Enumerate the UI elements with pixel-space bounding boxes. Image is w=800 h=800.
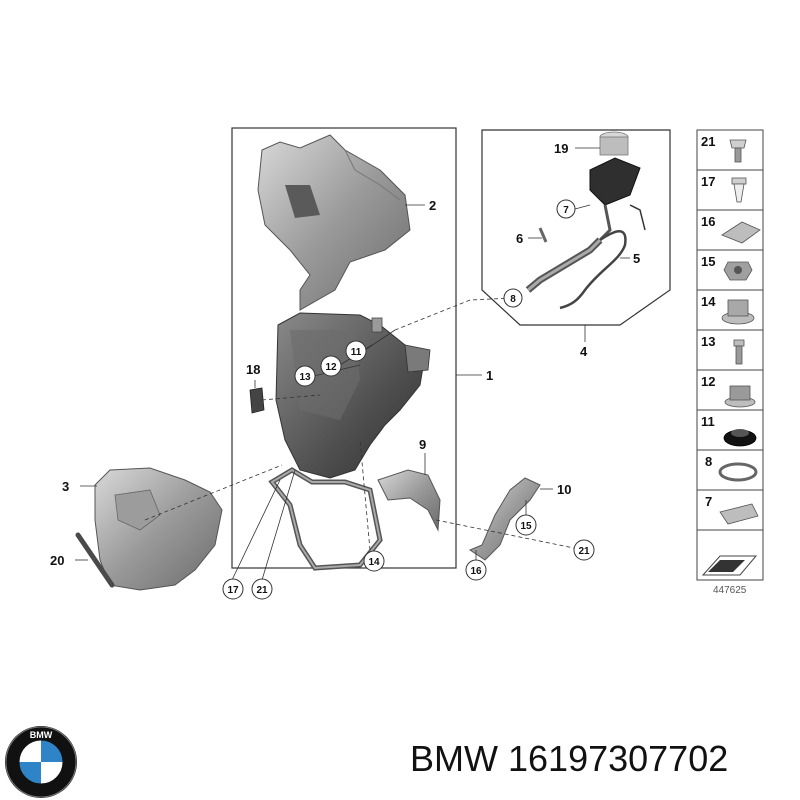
circled-callout-16: 16 xyxy=(465,559,487,581)
callout-5: 5 xyxy=(633,251,640,266)
bmw-logo-letters: BMW xyxy=(30,730,53,740)
svg-text:15: 15 xyxy=(520,521,532,532)
brand-name: BMW xyxy=(410,738,498,779)
callout-19: 19 xyxy=(554,141,568,156)
circled-callout-13: 13 xyxy=(294,365,316,387)
bmw-logo: BMW xyxy=(5,726,77,798)
legend-label-16: 16 xyxy=(701,214,715,229)
svg-text:11: 11 xyxy=(351,347,362,358)
fastener-legend: 21 17 16 15 14 13 12 11 8 7 xyxy=(696,129,764,581)
legend-label-11: 11 xyxy=(701,414,715,429)
callout-6: 6 xyxy=(516,231,523,246)
callout-3: 3 xyxy=(62,479,69,494)
svg-text:7: 7 xyxy=(563,205,569,216)
filler-group-frame xyxy=(481,129,671,326)
svg-text:16: 16 xyxy=(470,566,482,577)
svg-text:21: 21 xyxy=(578,546,590,557)
rod-part-20 xyxy=(75,532,115,588)
part-number: 16197307702 xyxy=(508,738,729,779)
callout-4: 4 xyxy=(580,344,588,359)
callout-10: 10 xyxy=(557,482,571,497)
circled-callout-21-left: 21 xyxy=(251,578,273,600)
circled-callout-7: 7 xyxy=(556,199,576,219)
legend-label-21: 21 xyxy=(701,134,715,149)
svg-text:13: 13 xyxy=(299,372,311,383)
svg-text:8: 8 xyxy=(510,294,516,305)
heat-shield-part-2 xyxy=(257,134,411,311)
circled-callout-17: 17 xyxy=(222,578,244,600)
svg-text:14: 14 xyxy=(368,557,380,568)
legend-label-8: 8 xyxy=(705,454,712,469)
svg-text:12: 12 xyxy=(325,362,337,373)
legend-label-7: 7 xyxy=(705,494,712,509)
legend-label-13: 13 xyxy=(701,334,715,349)
part-caption: BMW 16197307702 xyxy=(410,738,728,780)
svg-text:17: 17 xyxy=(227,585,239,596)
callout-1: 1 xyxy=(486,368,493,383)
svg-text:21: 21 xyxy=(256,585,268,596)
callout-18: 18 xyxy=(246,362,260,377)
callout-20: 20 xyxy=(50,553,64,568)
cover-part-3 xyxy=(94,467,223,591)
circled-callout-14: 14 xyxy=(363,550,385,572)
legend-label-17: 17 xyxy=(701,174,715,189)
circled-callout-11: 11 xyxy=(345,340,367,362)
circled-callout-8: 8 xyxy=(503,288,523,308)
legend-label-14: 14 xyxy=(701,294,716,309)
filler-neck-assembly xyxy=(525,131,646,310)
fluid-tank-part-1 xyxy=(275,312,431,479)
bracket-part-9 xyxy=(377,469,441,532)
bracket-part-10 xyxy=(468,477,541,561)
callout-2: 2 xyxy=(429,198,436,213)
bracket-part-18 xyxy=(249,387,265,414)
circled-callout-12: 12 xyxy=(320,355,342,377)
legend-label-15: 15 xyxy=(701,254,715,269)
legend-label-12: 12 xyxy=(701,374,715,389)
support-frame xyxy=(268,467,383,571)
diagram-number: 447625 xyxy=(713,585,747,596)
circled-callout-15: 15 xyxy=(515,514,537,536)
callout-9: 9 xyxy=(419,437,426,452)
circled-callout-21-right: 21 xyxy=(573,539,595,561)
